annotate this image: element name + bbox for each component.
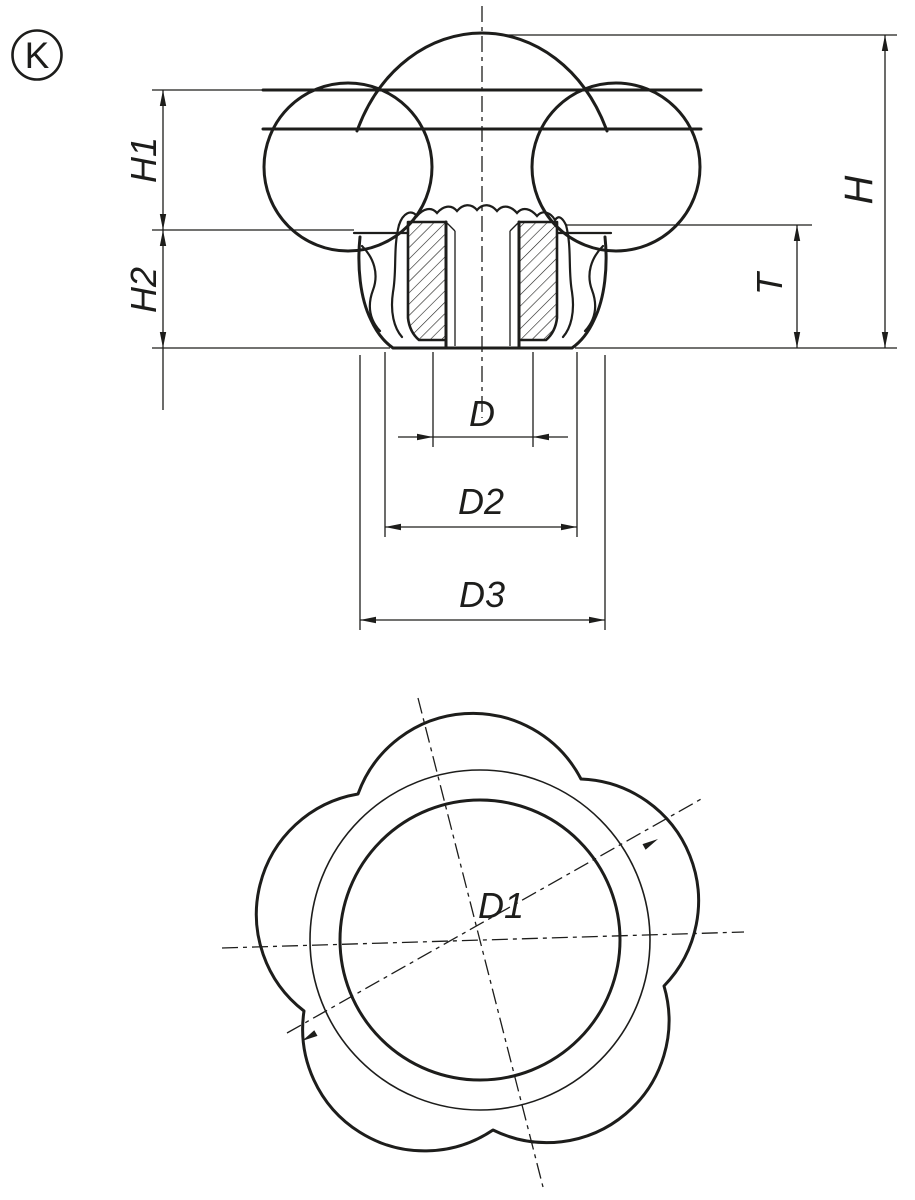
arrowhead <box>159 332 167 348</box>
dimension-d2: D2 <box>384 352 578 537</box>
dimension-h: H <box>505 34 897 349</box>
arrowhead <box>793 225 801 241</box>
dimension-label-d1: D1 <box>478 885 524 926</box>
arrowhead <box>881 332 889 348</box>
arrowhead <box>417 433 433 441</box>
arrowhead <box>159 230 167 246</box>
arrowhead <box>159 90 167 106</box>
arrowhead <box>360 616 376 624</box>
knob-base-outline <box>357 235 608 350</box>
top-view: D1 <box>221 697 745 1188</box>
arrowhead <box>385 523 401 531</box>
thread-chamfer-left <box>445 221 456 232</box>
dimension-d: D <box>398 352 568 447</box>
grip-boss-circle <box>338 798 622 1082</box>
left-lobe-outline <box>262 81 434 253</box>
knurl-side-right <box>561 223 575 339</box>
logo-circle <box>11 29 63 81</box>
dimension-h1: H1 <box>123 89 354 231</box>
knob-dome-outline <box>355 31 609 133</box>
logo-letter: K <box>25 35 50 76</box>
section-view: H1 H2 H T <box>123 6 897 630</box>
top-face-circle <box>309 769 651 1111</box>
threaded-insert-left-wall <box>406 220 448 342</box>
brand-logo: K <box>11 29 63 81</box>
arrowhead <box>793 332 801 348</box>
star-lobe-outline <box>254 711 701 1153</box>
dimension-h2: H2 <box>123 230 390 410</box>
dimension-label-h1: H1 <box>123 137 164 183</box>
dimension-label-d3: D3 <box>459 574 505 615</box>
dimension-t: T <box>565 224 812 348</box>
dimension-label-d: D <box>469 393 495 434</box>
threaded-insert-right-wall <box>517 220 559 342</box>
arrowhead <box>302 1030 318 1041</box>
thread-chamfer-right <box>509 221 520 232</box>
arrowhead <box>561 523 577 531</box>
dimension-d3: D3 <box>359 355 606 630</box>
dimension-d1: D1 <box>286 797 704 1041</box>
knob-section-geometry <box>261 31 703 350</box>
dimension-label-d2: D2 <box>458 481 504 522</box>
arrowhead <box>642 839 658 850</box>
knurl-top-edge <box>397 204 568 227</box>
dimension-label-h: H <box>837 175 881 204</box>
knurl-side-left <box>390 223 404 339</box>
grip-scallop-right <box>583 244 605 333</box>
dimension-line <box>286 797 704 1034</box>
arrowhead <box>533 433 549 441</box>
centerline-horizontal <box>221 931 745 949</box>
arrowhead <box>589 616 605 624</box>
right-lobe-outline <box>530 81 702 253</box>
arrowhead <box>159 214 167 230</box>
arrowhead <box>881 35 889 51</box>
grip-scallop-left <box>360 244 382 333</box>
dimension-label-t: T <box>749 270 790 295</box>
dimension-label-h2: H2 <box>123 267 164 313</box>
centerline-vertical <box>417 697 544 1188</box>
